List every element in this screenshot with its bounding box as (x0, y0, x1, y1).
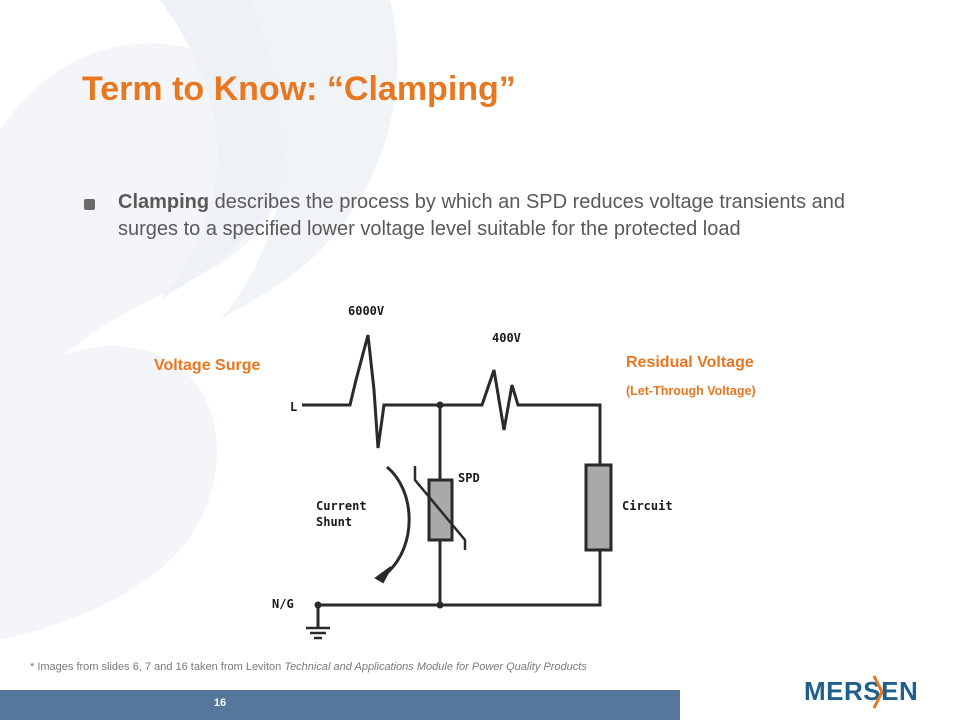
residual-waveform (440, 369, 602, 465)
spd-label: SPD (458, 471, 480, 485)
slide-title: Term to Know: “Clamping” (82, 70, 516, 108)
circuit-branch-wire (318, 550, 602, 607)
footnote-prefix: * Images from slides 6, 7 and 16 taken f… (30, 661, 285, 673)
surge-waveform (302, 334, 440, 449)
bullet-marker (84, 199, 95, 210)
shunt-label: Shunt (316, 515, 352, 529)
ng-label: N/G (272, 597, 294, 611)
footer-blue-band (0, 690, 680, 720)
peak-400-label: 400V (492, 331, 521, 345)
bullet-paragraph: Clamping describes the process by which … (118, 189, 858, 243)
current-shunt-arrowhead (374, 566, 392, 584)
mersen-logo: MERSEN (800, 668, 930, 712)
svg-text:MERSEN: MERSEN (804, 676, 918, 706)
footnote-source: Technical and Applications Module for Po… (284, 661, 587, 673)
current-shunt-arrow (385, 465, 411, 575)
circuit-load-component (584, 463, 613, 552)
voltage-surge-label: Voltage Surge (154, 357, 261, 374)
page-number: 16 (213, 697, 227, 709)
junction-dot-bottom (436, 601, 444, 609)
current-label: Current (316, 499, 367, 513)
bullet-definition: describes the process by which an SPD re… (118, 191, 846, 240)
peak-6000-label: 6000V (348, 304, 384, 318)
ground-symbol (306, 626, 330, 640)
bullet-term: Clamping (118, 191, 210, 213)
background-quote-mark (0, 0, 398, 640)
line-label: L (290, 400, 297, 414)
spd-varistor-slash (413, 466, 467, 550)
let-through-voltage-label: (Let-Through Voltage) (626, 384, 756, 398)
junction-dot-top (436, 401, 444, 409)
ng-terminal-dot (314, 601, 322, 609)
circuit-label: Circuit (622, 499, 673, 513)
residual-voltage-label: Residual Voltage (626, 354, 754, 371)
footnote: * Images from slides 6, 7 and 16 taken f… (30, 661, 587, 673)
clamping-circuit-diagram: 6000V 400V L N/G SPD Current Shunt Circu… (272, 304, 673, 640)
